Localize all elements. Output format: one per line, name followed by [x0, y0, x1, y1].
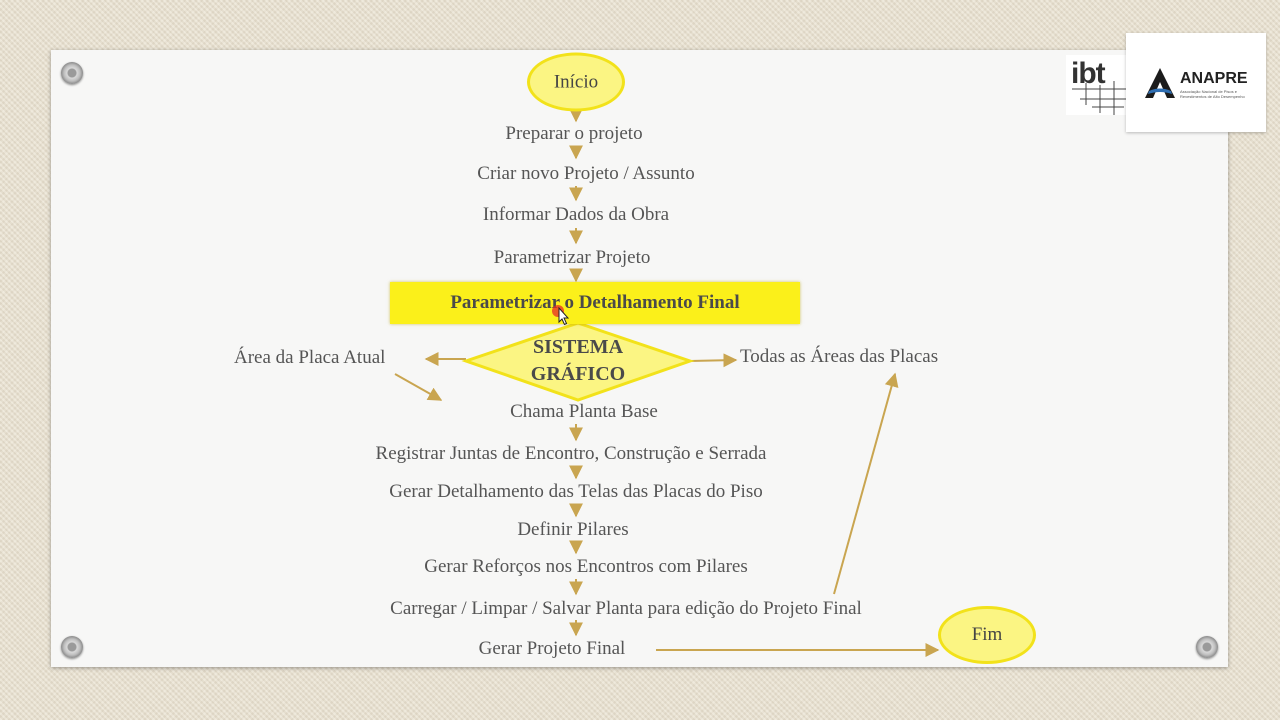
- step-generate-reinforcements: Gerar Reforços nos Encontros com Pilares: [424, 556, 748, 577]
- pointer-cursor-icon: [552, 305, 570, 326]
- decision-line-2: GRÁFICO: [530, 363, 626, 385]
- step-register-joints: Registrar Juntas de Encontro, Construção…: [375, 443, 767, 464]
- anapre-a-icon: [1145, 68, 1175, 98]
- start-label: Início: [553, 71, 599, 92]
- decision-label: SISTEMA GRÁFICO: [531, 334, 625, 388]
- step-define-pillars: Definir Pilares: [517, 519, 629, 540]
- arrow-left-to-chama: [394, 373, 443, 401]
- step-inform-data: Informar Dados da Obra: [482, 204, 670, 225]
- rivet-bottom-left: [61, 636, 83, 658]
- ibt-logo: ibt: [1066, 55, 1126, 115]
- arrow-diamond-to-right: [689, 353, 738, 368]
- step-load-clean-save: Carregar / Limpar / Salvar Planta para e…: [390, 598, 862, 619]
- step-parametrize-project: Parametrizar Projeto: [493, 247, 651, 268]
- branch-current-plate-area: Área da Placa Atual: [234, 347, 386, 368]
- step-call-base-plan: Chama Planta Base: [510, 401, 658, 422]
- step-prepare-project: Preparar o projeto: [505, 123, 643, 144]
- end-terminal: Fim: [938, 606, 1036, 664]
- highlighted-step: Parametrizar o Detalhamento Final: [390, 282, 800, 324]
- start-terminal: Início: [527, 52, 625, 112]
- anapre-logo: ANAPRE Associação Nacional de Pisos e Re…: [1126, 33, 1266, 132]
- rivet-bottom-right: [1196, 636, 1218, 658]
- ibt-logo-text: ibt: [1071, 57, 1106, 90]
- decision-line-1: SISTEMA: [532, 336, 624, 358]
- rivet-top-left: [61, 62, 83, 84]
- branch-all-plate-areas: Todas as Áreas das Placas: [740, 346, 939, 367]
- step-generate-final-project: Gerar Projeto Final: [478, 638, 626, 659]
- anapre-tagline: Associação Nacional de Pisos e Revestime…: [1180, 89, 1245, 99]
- anapre-name: ANAPRE: [1180, 70, 1248, 87]
- decision-diamond: [461, 321, 695, 402]
- end-label: Fim: [971, 624, 1003, 645]
- highlighted-step-label: Parametrizar o Detalhamento Final: [450, 292, 740, 313]
- step-generate-screens: Gerar Detalhamento das Telas das Placas …: [389, 481, 763, 502]
- step-create-project: Criar novo Projeto / Assunto: [477, 163, 695, 184]
- arrow-carregar-to-todas: [833, 372, 899, 595]
